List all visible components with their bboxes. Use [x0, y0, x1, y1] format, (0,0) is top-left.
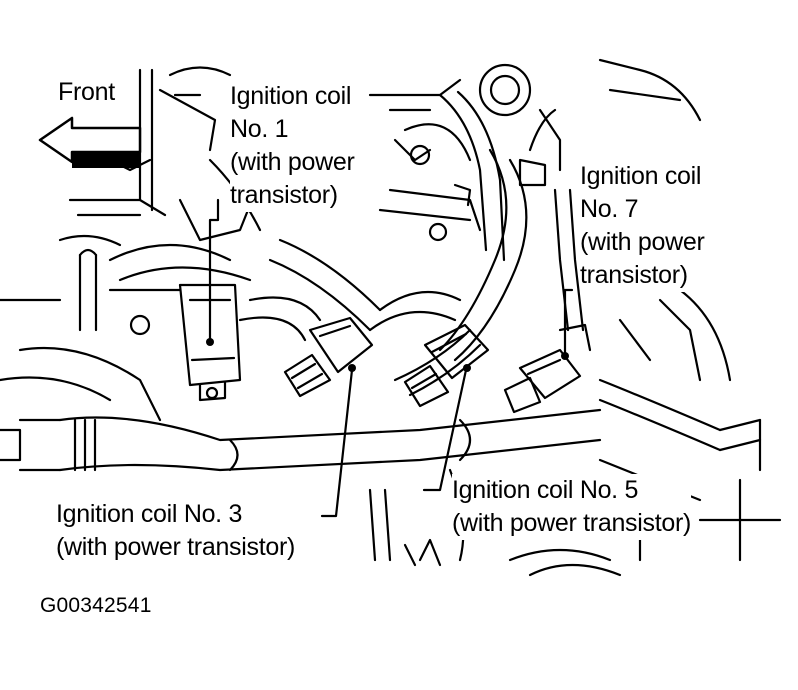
figure-code: G00342541: [40, 594, 152, 617]
coil1-line4: transistor): [230, 181, 338, 209]
callout-ignition-coil-5: Ignition coil No. 5 (with power transist…: [452, 474, 691, 540]
coil7-line1: Ignition coil: [580, 162, 702, 190]
coil1-line3: (with power: [230, 148, 355, 176]
front-label-text: Front: [58, 78, 115, 106]
coil7-line3: (with power: [580, 228, 705, 256]
coil5-line2: (with power transistor): [452, 509, 691, 537]
coil1-line1: Ignition coil: [230, 82, 352, 110]
coil5-line1: Ignition coil No. 5: [452, 476, 639, 504]
arrow-left-icon: [38, 116, 142, 168]
coil1-line2: No. 1: [230, 115, 289, 143]
callout-ignition-coil-7: Ignition coil No. 7 (with power transist…: [580, 160, 705, 292]
callout-ignition-coil-1: Ignition coil No. 1 (with power transist…: [230, 80, 355, 212]
coil3-line2: (with power transistor): [56, 533, 295, 561]
coil3-line1: Ignition coil No. 3: [56, 500, 243, 528]
coil7-line2: No. 7: [580, 195, 639, 223]
front-direction-label: Front: [58, 76, 115, 109]
coil7-line4: transistor): [580, 261, 688, 289]
callout-ignition-coil-3: Ignition coil No. 3 (with power transist…: [56, 498, 295, 564]
